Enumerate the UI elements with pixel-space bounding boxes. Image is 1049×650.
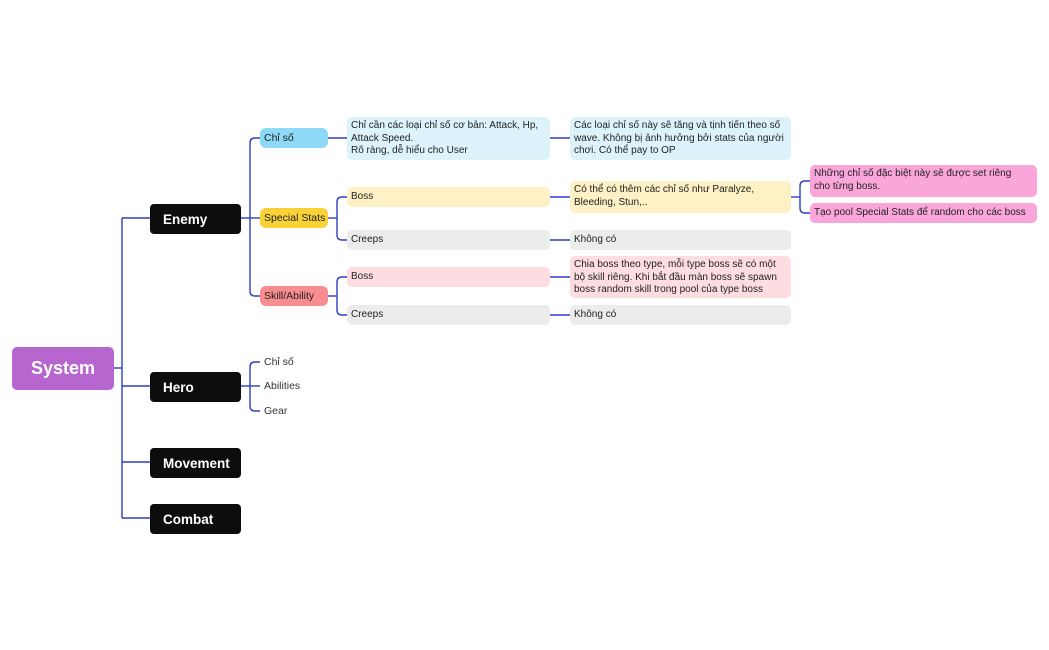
node-movement[interactable]: Movement [150, 448, 241, 478]
node-skill-boss[interactable]: Boss [347, 267, 550, 287]
connector-skill-spine [336, 276, 347, 316]
note-1-line-1: Những chỉ số đặc biệt này sẽ được set ri… [814, 168, 1012, 179]
connector-special-spine [336, 196, 347, 241]
node-special-boss-note-1[interactable]: Những chỉ số đặc biệt này sẽ được set ri… [810, 165, 1037, 197]
skill-boss-desc-line-3: boss random skill trong pool của type bo… [574, 284, 763, 295]
node-special-boss-note-2[interactable]: Tạo pool Special Stats để random cho các… [810, 203, 1037, 223]
node-special-creeps[interactable]: Creeps [347, 230, 550, 250]
node-chiso-detail[interactable]: Các loại chỉ số này sẽ tăng và tịnh tiến… [570, 117, 791, 160]
special-boss-desc-line-2: Bleeding, Stun,.. [574, 196, 648, 208]
node-skill-creeps-description[interactable]: Không có [570, 305, 791, 325]
node-combat[interactable]: Combat [150, 504, 241, 534]
node-enemy-chi-so[interactable]: Chỉ số [260, 128, 328, 148]
chiso-detail-line-2: wave. Không bị ảnh hưởng bởi stats của n… [574, 132, 784, 144]
chiso-desc-line-3: Rõ ràng, dễ hiểu cho User [351, 145, 468, 156]
special-boss-desc-line-1: Có thể có thêm các chỉ số như Paralyze, [574, 184, 755, 195]
note-1-line-2: cho từng boss. [814, 180, 881, 192]
node-enemy[interactable]: Enemy [150, 204, 241, 234]
skill-boss-desc-line-2: bộ skill riêng. Khi bắt đầu màn boss sẽ … [574, 271, 777, 283]
chiso-desc-line-2: Attack Speed. [351, 132, 414, 144]
node-skill-boss-description[interactable]: Chia boss theo type, mỗi type boss sẽ có… [570, 256, 791, 298]
connector-enemy-spine [249, 137, 260, 297]
node-special-boss-description[interactable]: Có thể có thêm các chỉ số như Paralyze, … [570, 181, 791, 213]
connector-notes-spine [799, 180, 810, 214]
node-hero[interactable]: Hero [150, 372, 241, 402]
node-skill-creeps[interactable]: Creeps [347, 305, 550, 325]
node-chiso-description[interactable]: Chỉ cần các loại chỉ số cơ bản: Attack, … [347, 117, 550, 160]
node-special-creeps-description[interactable]: Không có [570, 230, 791, 250]
node-special-boss[interactable]: Boss [347, 187, 550, 207]
node-enemy-special-stats[interactable]: Special Stats [260, 208, 328, 228]
node-hero-abilities[interactable]: Abilities [264, 380, 301, 392]
node-enemy-skill-ability[interactable]: Skill/Ability [260, 286, 328, 306]
skill-boss-desc-line-1: Chia boss theo type, mỗi type boss sẽ có… [574, 259, 776, 270]
node-hero-chi-so[interactable]: Chỉ số [264, 356, 294, 368]
chiso-detail-line-1: Các loại chỉ số này sẽ tăng và tịnh tiến… [574, 120, 781, 131]
chiso-detail-line-3: chơi. Có thể pay to OP [574, 145, 676, 156]
root-node-system[interactable]: System [12, 347, 114, 390]
chiso-desc-line-1: Chỉ cần các loại chỉ số cơ bản: Attack, … [351, 120, 539, 131]
node-hero-gear[interactable]: Gear [264, 405, 288, 417]
